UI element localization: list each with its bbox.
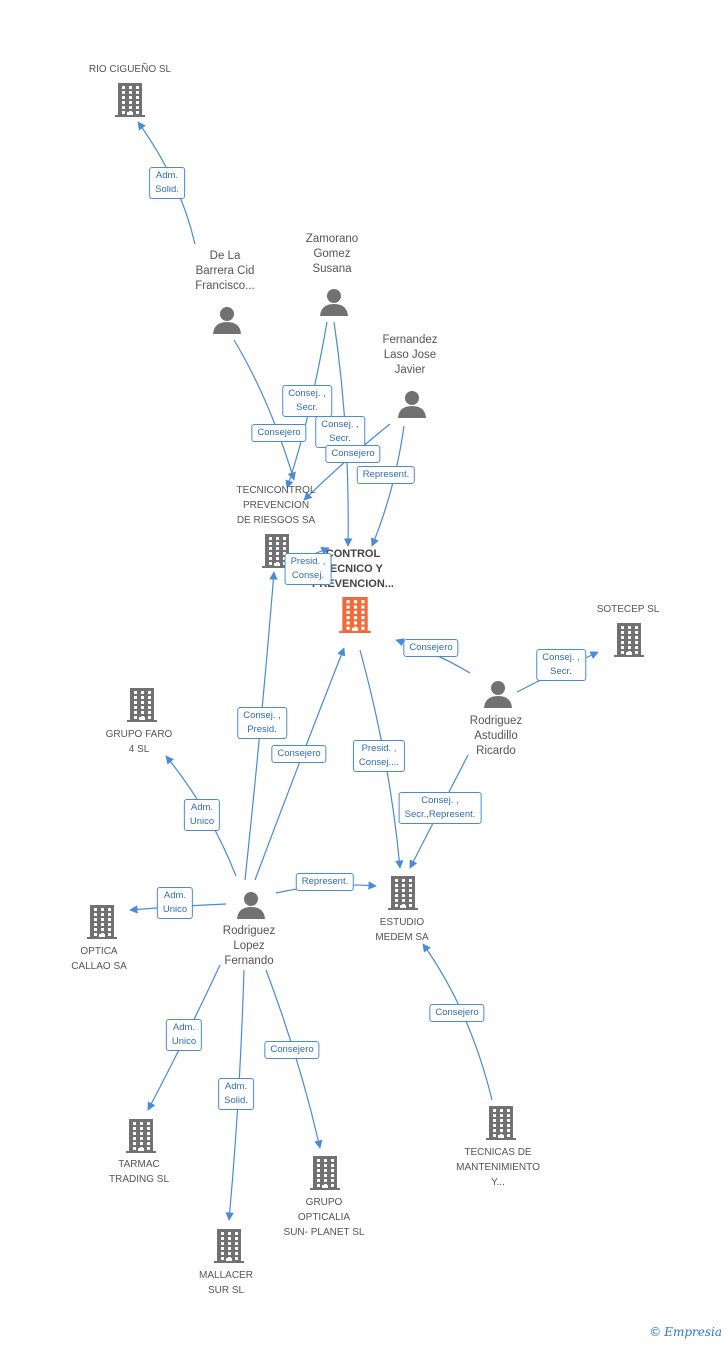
node-label-grupofaro[interactable]: GRUPO FARO 4 SL	[105, 729, 173, 755]
building-icon[interactable]	[214, 1229, 244, 1268]
person-icon[interactable]	[236, 891, 266, 924]
building-icon[interactable]	[115, 83, 145, 122]
node-label-fernandez[interactable]: Fernandez Laso Jose Javier	[382, 334, 438, 376]
relation-label-r1: Adm. Solid.	[149, 167, 185, 199]
relation-label-r11: Consejero	[271, 745, 327, 763]
relation-label-r8: Consejero	[403, 639, 459, 657]
copyright-icon: ©	[649, 1325, 662, 1339]
edge-r11	[254, 647, 346, 881]
relation-label-r2: Consejero	[251, 424, 307, 442]
person-icon[interactable]	[319, 288, 349, 321]
edge-r6	[370, 425, 405, 547]
node-label-optica[interactable]: OPTICA CALLAO SA	[71, 946, 127, 972]
person-icon[interactable]	[483, 680, 513, 713]
relation-label-r10: Consej. , Presid.	[237, 707, 287, 739]
node-label-delabarrera[interactable]: De La Barrera Cid Francisco...	[195, 250, 255, 292]
main-company-building-icon[interactable]	[339, 597, 371, 638]
node-label-grupoopticalia[interactable]: GRUPO OPTICALIA SUN- PLANET SL	[283, 1197, 365, 1238]
building-icon[interactable]	[310, 1156, 340, 1195]
edge-r2	[233, 339, 296, 481]
relation-label-r16: Adm. Unico	[156, 887, 194, 919]
node-label-zamorano[interactable]: Zamorano Gomez Susana	[305, 233, 359, 275]
person-icon[interactable]	[397, 390, 427, 423]
building-icon[interactable]	[126, 1119, 156, 1158]
relation-label-r3: Consej. , Secr.	[282, 385, 332, 417]
building-icon[interactable]	[262, 534, 292, 573]
building-icon[interactable]	[486, 1106, 516, 1145]
relation-label-r15: Represent.	[295, 873, 355, 891]
node-label-rio[interactable]: RIO CIGUEÑO SL	[88, 64, 172, 75]
node-label-sotecep[interactable]: SOTECEP SL	[596, 604, 660, 615]
edge-r19	[265, 969, 323, 1149]
building-icon[interactable]	[388, 876, 418, 915]
relation-label-r6: Represent.	[356, 466, 416, 484]
node-label-tecnicas[interactable]: TECNICAS DE MANTENIMIENTO Y...	[456, 1147, 540, 1188]
relation-label-r13: Consej. , Secr.,Represent.	[398, 792, 482, 824]
relation-label-r19: Consejero	[264, 1041, 320, 1059]
node-label-mallacer[interactable]: MALLACER SUR SL	[199, 1270, 253, 1296]
person-icon[interactable]	[212, 306, 242, 339]
relation-label-r12: Presid. , Consej....	[352, 740, 406, 772]
brand-logo[interactable]: ©Empresia	[649, 1325, 722, 1339]
building-icon[interactable]	[87, 905, 117, 944]
relation-label-r14: Adm. Unico	[183, 799, 221, 831]
relation-label-r20: Consejero	[429, 1004, 485, 1022]
node-label-tarmac[interactable]: TARMAC TRADING SL	[108, 1159, 170, 1185]
building-icon[interactable]	[127, 688, 157, 727]
brand-name: Empresia	[664, 1325, 722, 1339]
node-label-rodriguezastudillo[interactable]: Rodriguez Astudillo Ricardo	[469, 715, 523, 757]
relation-label-r17: Adm. Unico	[165, 1019, 203, 1051]
edge-r20	[422, 943, 493, 1101]
relation-label-r7: Presid. , Consej.	[284, 553, 332, 585]
relation-label-r9: Consej. , Secr.	[536, 649, 586, 681]
building-icon[interactable]	[614, 623, 644, 662]
node-label-estudio[interactable]: ESTUDIO MEDEM SA	[375, 917, 429, 943]
relation-label-r4: Consej. , Secr.	[315, 416, 365, 448]
node-label-tecnicontrol[interactable]: TECNICONTROL PREVENCION DE RIESGOS SA	[236, 485, 316, 526]
relation-label-r18: Adm. Solid.	[218, 1078, 254, 1110]
node-label-rodriguezlopez[interactable]: Rodriguez Lopez Fernando	[222, 925, 276, 967]
node-label-main[interactable]: CONTROL TECNICO Y PREVENCION...	[312, 548, 394, 590]
relation-label-r5: Consejero	[325, 445, 381, 463]
